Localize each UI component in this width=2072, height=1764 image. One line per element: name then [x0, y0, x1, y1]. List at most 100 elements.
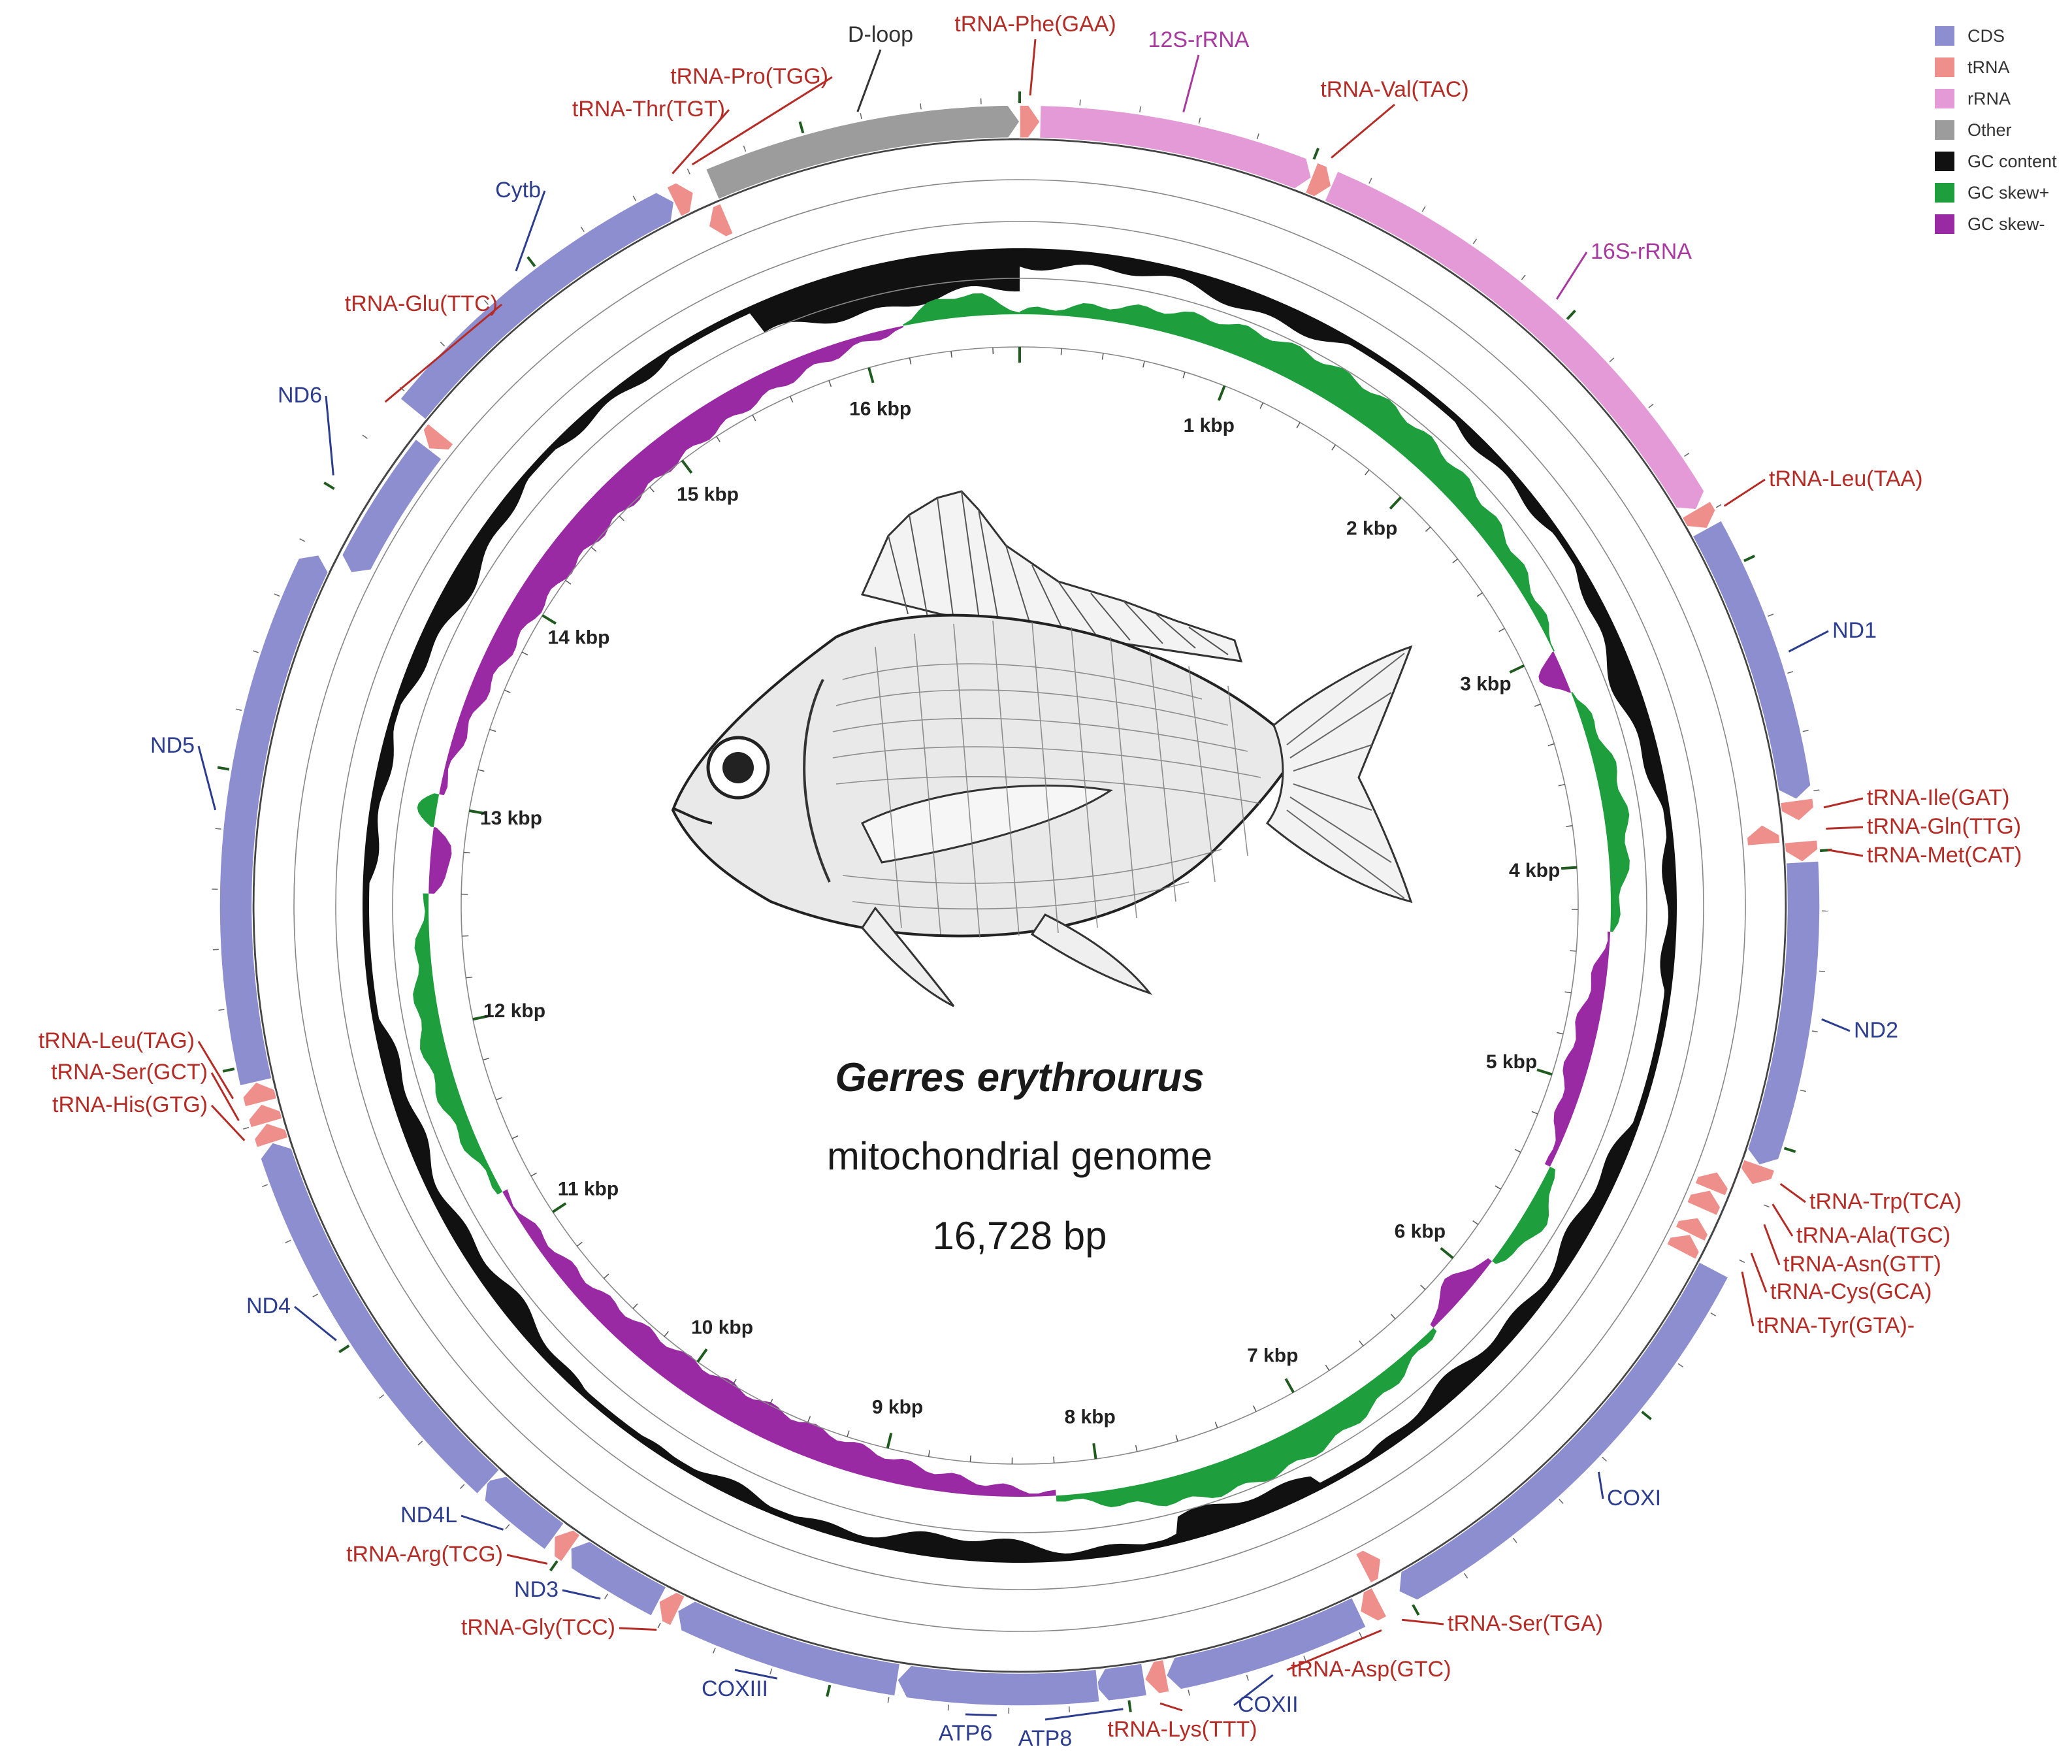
gc-skew-region: [1544, 931, 1611, 1167]
fish-body: [671, 613, 1295, 938]
outer-tick: [798, 121, 805, 134]
gene-block-tRNA-Tyr(GTA)-: [1666, 1233, 1700, 1260]
outer-tick: [743, 146, 747, 152]
outer-tick: [1764, 1204, 1770, 1208]
gene-label: tRNA-Cys(GCA): [1770, 1279, 1932, 1304]
outer-tick: [1512, 1537, 1517, 1543]
gene-block-D-loop: [705, 105, 1020, 201]
leader-line: [384, 303, 502, 403]
kbp-tick-label: 3 kbp: [1460, 674, 1511, 695]
fish-illustration: [671, 490, 1413, 1007]
leader-line: [506, 1554, 548, 1565]
leader-line: [1741, 1271, 1755, 1327]
inner-tick: [1142, 361, 1145, 368]
leader-line: [1286, 1629, 1382, 1671]
gene-label: tRNA-Gly(TCC): [461, 1615, 615, 1640]
inner-tick: [1217, 385, 1226, 401]
inner-tick: [789, 396, 794, 403]
gene-label: tRNA-Thr(TGT): [572, 97, 725, 122]
gene-block-tRNA-Phe(GAA): [1019, 105, 1041, 139]
inner-tick: [478, 769, 485, 772]
inner-tick: [950, 351, 952, 358]
outer-tick: [1641, 1411, 1652, 1420]
gene-block-tRNA-Thr(TGT): [666, 182, 694, 218]
fish-scales: [832, 620, 1261, 938]
gene-label: ND5: [150, 733, 195, 758]
outer-tick: [1602, 1456, 1607, 1462]
inner-tick: [521, 651, 528, 656]
outer-tick: [323, 482, 335, 490]
inner-tick: [1359, 1340, 1364, 1347]
gene-label: tRNA-Pro(TGG): [670, 64, 828, 89]
inner-tick: [732, 1379, 737, 1386]
outer-tick: [1412, 1604, 1420, 1616]
outer-tick: [687, 169, 690, 174]
gene-label: COXI: [1607, 1486, 1661, 1511]
inner-tick: [867, 367, 875, 384]
gene-block-tRNA-Ser(TGA): [1355, 1549, 1382, 1584]
gene-label: D-loop: [848, 22, 913, 47]
outer-tick: [769, 1668, 773, 1674]
gene-block-tRNA-Leu(TAG): [242, 1081, 278, 1108]
leader-line: [1233, 1674, 1274, 1707]
gene-block-tRNA-Lys(TTT): [1144, 1659, 1171, 1695]
outer-tick: [1303, 1656, 1306, 1662]
kbp-tick-label: 6 kbp: [1395, 1220, 1446, 1242]
fish-pectoral-fin: [860, 784, 1113, 864]
inner-tick: [1564, 991, 1572, 994]
outer-tick: [215, 828, 221, 830]
inner-tick: [1534, 704, 1541, 708]
legend-label: GC skew-: [1967, 214, 2045, 234]
leader-line: [1723, 478, 1766, 507]
gene-label: tRNA-Tyr(GTA)-: [1757, 1313, 1915, 1338]
outer-tick: [299, 538, 306, 542]
inner-tick: [511, 1135, 519, 1139]
gene-block-tRNA-Asp(GTC): [1359, 1587, 1388, 1622]
gc-skew-region: [429, 827, 452, 894]
legend-swatch: [1935, 26, 1954, 46]
kbp-tick-label: 14 kbp: [547, 627, 609, 649]
fish-tail: [1265, 645, 1413, 904]
gc-skew-region: [1020, 303, 1555, 652]
outer-tick: [1566, 309, 1576, 320]
leader-line: [1788, 630, 1829, 653]
inner-tick: [1420, 1284, 1426, 1290]
outer-tick: [1811, 1030, 1818, 1033]
outer-tick: [1198, 118, 1201, 124]
outer-tick: [1359, 1632, 1363, 1638]
outer-tick: [218, 1009, 225, 1011]
legend-swatch: [1935, 89, 1954, 108]
inner-tick: [1440, 1247, 1454, 1260]
gene-block-COXI: [1398, 1261, 1729, 1601]
inner-tick: [1259, 402, 1264, 409]
gene-block-ND6: [341, 438, 443, 574]
gc-skew-region: [903, 293, 1020, 326]
guide-rings: [252, 138, 1787, 1673]
leader-line: [619, 1627, 657, 1631]
gene-block-ATP8: [1094, 1663, 1148, 1702]
leader-line: [1044, 1708, 1124, 1721]
gene-label: COXIII: [702, 1676, 768, 1701]
genome-title: Gerres erythrourus: [835, 1055, 1204, 1100]
outer-tick: [285, 1239, 291, 1243]
inner-tick: [696, 1348, 708, 1363]
fish-anal-fin: [1030, 913, 1153, 996]
outer-tick: [1559, 1499, 1564, 1504]
inner-tick: [472, 1015, 489, 1021]
genome-length: 16,728 bp: [933, 1214, 1107, 1258]
inner-tick: [1092, 1443, 1097, 1460]
gene-labels: tRNA-Phe(GAA)12S-rRNAtRNA-Val(TAC)16S-rR…: [39, 12, 2022, 1751]
gc-skew-region: [413, 893, 503, 1195]
inner-tick: [649, 487, 655, 493]
kbp-tick-label: 12 kbp: [483, 1000, 545, 1022]
kbp-tick-label: 7 kbp: [1247, 1345, 1298, 1367]
leader-line: [562, 1589, 601, 1600]
inner-tick: [1135, 1445, 1138, 1452]
inner-tick: [1531, 1111, 1538, 1115]
inner-tick: [1547, 743, 1555, 747]
leader-line: [1331, 103, 1395, 159]
gene-label: ND3: [514, 1577, 558, 1602]
kbp-tick-label: 10 kbp: [691, 1316, 753, 1338]
